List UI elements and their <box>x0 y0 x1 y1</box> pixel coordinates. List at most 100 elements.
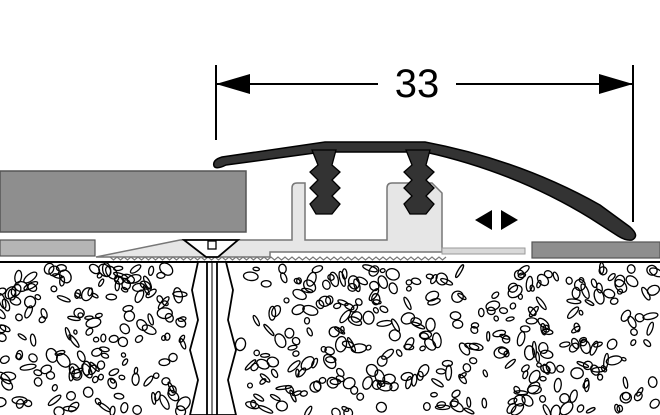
aggregate-stone <box>649 267 660 278</box>
aggregate-stone <box>150 391 157 405</box>
aggregate-stone <box>159 262 174 276</box>
aggregate-stone <box>600 365 608 373</box>
aggregate-stone <box>252 314 261 327</box>
aggregate-stone <box>552 271 560 282</box>
aggregate-stone <box>491 291 500 300</box>
aggregate-stone <box>516 331 526 347</box>
aggregate-stone <box>372 307 379 314</box>
aggregate-stone <box>142 275 153 290</box>
aggregate-stone <box>376 380 393 392</box>
aggregate-stone <box>522 370 529 380</box>
aggregate-stone <box>630 339 637 347</box>
aggregate-stone <box>371 293 381 306</box>
aggregate-stone <box>172 290 188 298</box>
aggregate-stone <box>347 316 363 327</box>
subfloor-aggregate <box>0 261 660 415</box>
aggregate-stone <box>0 397 7 408</box>
aggregate-stone <box>388 282 398 295</box>
aggregate-stone <box>121 358 129 366</box>
aggregate-stone <box>114 280 121 292</box>
aggregate-stone <box>535 296 547 311</box>
aggregate-stone <box>167 381 175 394</box>
aggregate-stone <box>259 352 271 358</box>
aggregate-stone <box>325 356 337 364</box>
aggregate-stone <box>459 372 467 379</box>
aggregate-stone <box>96 360 106 370</box>
aggregate-stone <box>68 366 75 382</box>
aggregate-stone <box>322 353 337 370</box>
aggregate-stone <box>303 316 311 325</box>
aggregate-stone <box>388 329 401 342</box>
aggregate-stone <box>52 273 64 279</box>
aggregate-stone <box>621 391 631 401</box>
aggregate-stone <box>242 271 259 282</box>
aggregate-stone <box>311 357 319 369</box>
aggregate-stone <box>15 313 23 322</box>
aggregate-stone <box>573 278 586 292</box>
aggregate-stone <box>377 380 386 388</box>
aggregate-stone <box>134 289 145 304</box>
aggregate-stone <box>405 285 412 292</box>
aggregate-stone <box>147 313 155 326</box>
aggregate-stone <box>97 373 104 381</box>
aggregate-stone <box>321 279 331 290</box>
aggregate-stone <box>578 309 584 316</box>
aggregate-stone <box>614 403 621 414</box>
aggregate-stone <box>179 338 187 350</box>
aggregate-stone <box>630 328 638 336</box>
aggregate-stone <box>540 364 551 374</box>
aggregate-stone <box>259 373 271 383</box>
cover-profile-right-clip <box>403 149 435 215</box>
aggregate-stone <box>584 299 595 307</box>
aggregate-stone <box>571 286 581 300</box>
aggregate-stone <box>287 360 301 373</box>
aggregate-stone <box>350 304 359 313</box>
aggregate-stone <box>275 385 293 391</box>
aggregate-stone <box>466 396 472 408</box>
aggregate-stone <box>585 407 596 414</box>
aggregate-stone <box>300 355 315 371</box>
aggregate-stone <box>576 361 590 368</box>
aggregate-stone <box>517 272 527 279</box>
base-rail-serration <box>109 256 447 261</box>
aggregate-stone <box>258 405 274 414</box>
aggregate-stone <box>355 276 369 286</box>
aggregate-stone <box>117 336 129 348</box>
aggregate-stone <box>365 344 372 351</box>
dimension-line: 33 <box>215 62 634 222</box>
aggregate-stone <box>313 380 322 392</box>
aggregate-stone <box>91 347 103 357</box>
aggregate-stone <box>157 296 170 310</box>
aggregate-stone <box>418 330 433 340</box>
aggregate-stone <box>347 282 358 292</box>
aggregate-stone <box>498 307 509 315</box>
aggregate-stone <box>435 368 447 375</box>
aggregate-stone <box>58 269 72 284</box>
aggregate-stone <box>504 358 516 369</box>
aggregate-stone <box>82 386 94 398</box>
aggregate-stone <box>503 350 510 358</box>
aggregate-stone <box>382 373 396 385</box>
aggregate-stone <box>0 324 7 334</box>
aggregate-stone <box>126 273 142 284</box>
aggregate-stone <box>486 306 496 316</box>
dimension-arrowhead-right <box>599 74 633 94</box>
aggregate-stone <box>590 278 598 289</box>
aggregate-stone <box>417 364 430 378</box>
aggregate-stone <box>578 277 585 283</box>
aggregate-stone <box>266 356 280 368</box>
aggregate-stone <box>458 342 471 356</box>
left-floor-covering <box>0 170 247 257</box>
aggregate-stone <box>176 396 191 412</box>
aggregate-stone <box>550 404 561 415</box>
subfloor <box>0 261 660 415</box>
aggregate-stone <box>263 323 275 337</box>
aggregate-stone <box>379 268 386 274</box>
aggregate-stone <box>646 264 658 276</box>
aggregate-stone <box>497 347 510 355</box>
aggregate-stone <box>525 317 538 325</box>
aggregate-stone <box>576 404 585 413</box>
aggregate-stone <box>118 374 126 381</box>
aggregate-stone <box>647 376 658 389</box>
aggregate-stone <box>470 325 479 335</box>
